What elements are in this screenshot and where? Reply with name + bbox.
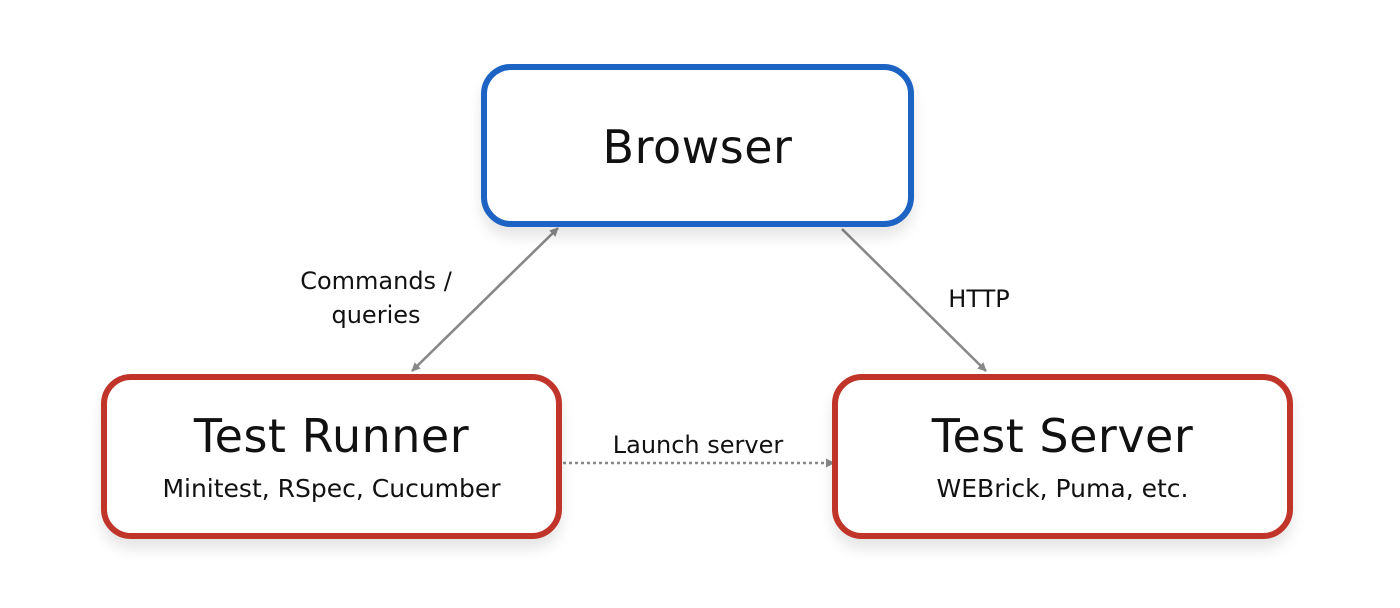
commands-arrow xyxy=(411,227,559,372)
test-runner-title: Test Runner xyxy=(193,408,470,463)
http-label: HTTP xyxy=(948,285,1010,313)
http-arrow xyxy=(841,228,987,372)
test-server-subtitle: WEBrick, Puma, etc. xyxy=(936,473,1189,503)
browser-node: Browser xyxy=(481,64,914,227)
test-server-node: Test Server WEBrick, Puma, etc. xyxy=(832,374,1293,539)
commands-label-line1: Commands / xyxy=(300,267,452,295)
test-runner-node: Test Runner Minitest, RSpec, Cucumber xyxy=(101,374,562,539)
browser-title: Browser xyxy=(602,119,793,174)
commands-label-line2: queries xyxy=(331,301,421,329)
test-runner-subtitle: Minitest, RSpec, Cucumber xyxy=(162,473,501,503)
launch-server-label: Launch server xyxy=(612,431,784,459)
test-server-title: Test Server xyxy=(931,408,1194,463)
commands-queries-label: Commands / queries xyxy=(278,264,474,332)
